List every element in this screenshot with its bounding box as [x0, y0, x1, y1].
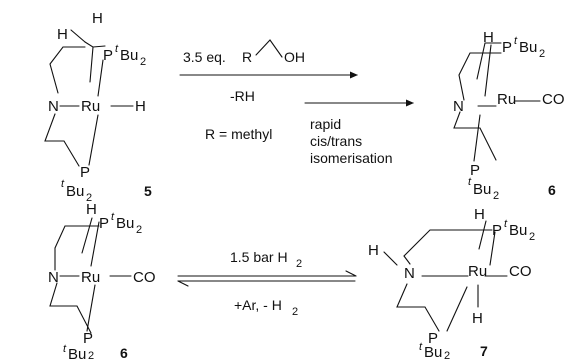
byproduct-rh: -RH — [230, 88, 255, 104]
c5-p-upper-sub: 2 — [140, 56, 146, 68]
note-line-1: rapid — [310, 116, 341, 132]
c5-ru: Ru — [81, 98, 100, 115]
c7-p-upper-bu: Bu — [509, 222, 527, 239]
compound-6-bottom: H P t Bu 2 N Ru CO P t Bu 2 6 — [48, 201, 156, 360]
c5-p-upper-tert: t — [115, 43, 119, 55]
c6t-ru: Ru — [497, 91, 516, 108]
c6b-ru: Ru — [81, 269, 100, 286]
c6b-p-upper-bu: Bu — [116, 215, 134, 232]
equilibrium-reverse-head — [177, 280, 189, 287]
c5-p-upper-bu: Bu — [120, 47, 138, 64]
c7-nh-bond — [383, 251, 398, 266]
c6b-n: N — [48, 269, 59, 286]
c6b-p-lower-bu: Bu — [68, 346, 86, 360]
c7-p-lower: P — [428, 330, 438, 347]
compound-number-6-top: 6 — [548, 182, 556, 198]
reagent-r: R — [242, 49, 252, 65]
c6t-p-lower-bu: Bu — [473, 181, 491, 198]
r-definition: R = methyl — [205, 126, 272, 142]
c6t-p-upper-bu: Bu — [519, 39, 537, 56]
forward-condition-sub: 2 — [296, 258, 302, 270]
c7-p-lower-tert: t — [419, 341, 423, 353]
compound-number-5: 5 — [144, 183, 152, 199]
c6t-p-lower-tert: t — [468, 176, 472, 188]
c6t-p-upper-tert: t — [514, 35, 518, 47]
compound-6-top: H P t Bu 2 N Ru CO P t Bu 2 6 — [453, 29, 565, 202]
c6b-p-lower-sub: 2 — [88, 350, 94, 360]
c6t-co: CO — [542, 91, 565, 108]
c5-p-upper: P — [103, 47, 113, 64]
c7-n: N — [404, 265, 415, 282]
c6b-p-lower-tert: t — [63, 343, 67, 355]
c5-p-lower-bu: Bu — [66, 183, 84, 200]
reaction-2: 1.5 bar H 2 +Ar, - H 2 — [177, 249, 357, 318]
reagent-equivalents: 3.5 eq. — [183, 49, 226, 65]
c6t-p-lower: P — [470, 162, 480, 179]
c6b-p-upper-tert: t — [111, 211, 115, 223]
c5-p-lower: P — [80, 164, 90, 181]
c7-co: CO — [509, 263, 532, 280]
c6b-p-lower: P — [83, 330, 93, 347]
reagent-oh: OH — [284, 49, 305, 65]
compound-number-7: 7 — [480, 343, 488, 359]
c7-p-upper-sub: 2 — [529, 231, 535, 243]
c5-p-lower-tert: t — [61, 178, 65, 190]
c6b-co: CO — [133, 269, 156, 286]
c6t-p-lower-sub: 2 — [493, 190, 499, 202]
forward-condition: 1.5 bar H — [230, 249, 288, 265]
arrow-1-head — [350, 71, 358, 79]
c7-p-lower-bu: Bu — [424, 344, 442, 360]
c7-p-upper-tert: t — [504, 218, 508, 230]
compound-7: H P t Bu 2 H N Ru CO H P t Bu 2 7 — [368, 206, 535, 360]
c5-p-lower-sub: 2 — [86, 192, 92, 204]
c6b-h: H — [86, 201, 97, 218]
c6t-p-upper: P — [502, 39, 512, 56]
c6b-p-upper: P — [99, 215, 109, 232]
equilibrium-forward-head — [345, 270, 357, 277]
c6t-h: H — [483, 29, 494, 46]
note-line-2: cis/trans — [310, 133, 362, 149]
c6b-p-upper-sub: 2 — [136, 224, 142, 236]
c5-h-left: H — [57, 26, 68, 43]
c7-ru: Ru — [468, 263, 487, 280]
reaction-1: 3.5 eq. R OH -RH R = methyl rapid cis/tr… — [179, 39, 414, 166]
note-line-3: isomerisation — [310, 150, 392, 166]
c5-n: N — [48, 98, 59, 115]
c7-h-bottom: H — [472, 310, 483, 327]
c7-p-lower-sub: 2 — [444, 350, 450, 360]
reverse-condition-sub: 2 — [292, 306, 298, 318]
c7-h-top: H — [474, 206, 485, 223]
c5-h-top: H — [92, 10, 103, 27]
compound-5: H H P t Bu 2 N Ru H P t Bu 2 5 — [44, 10, 152, 204]
methanol-skeleton — [255, 39, 283, 58]
arrow-2-head — [406, 99, 414, 107]
c7-p-upper: P — [492, 222, 502, 239]
c7-h-n: H — [368, 242, 379, 259]
reverse-condition: +Ar, - H — [234, 297, 282, 313]
c6t-p-upper-sub: 2 — [539, 48, 545, 60]
compound-number-6-bottom: 6 — [120, 345, 128, 360]
c6t-n: N — [453, 98, 464, 115]
c5-h-right: H — [135, 98, 146, 115]
